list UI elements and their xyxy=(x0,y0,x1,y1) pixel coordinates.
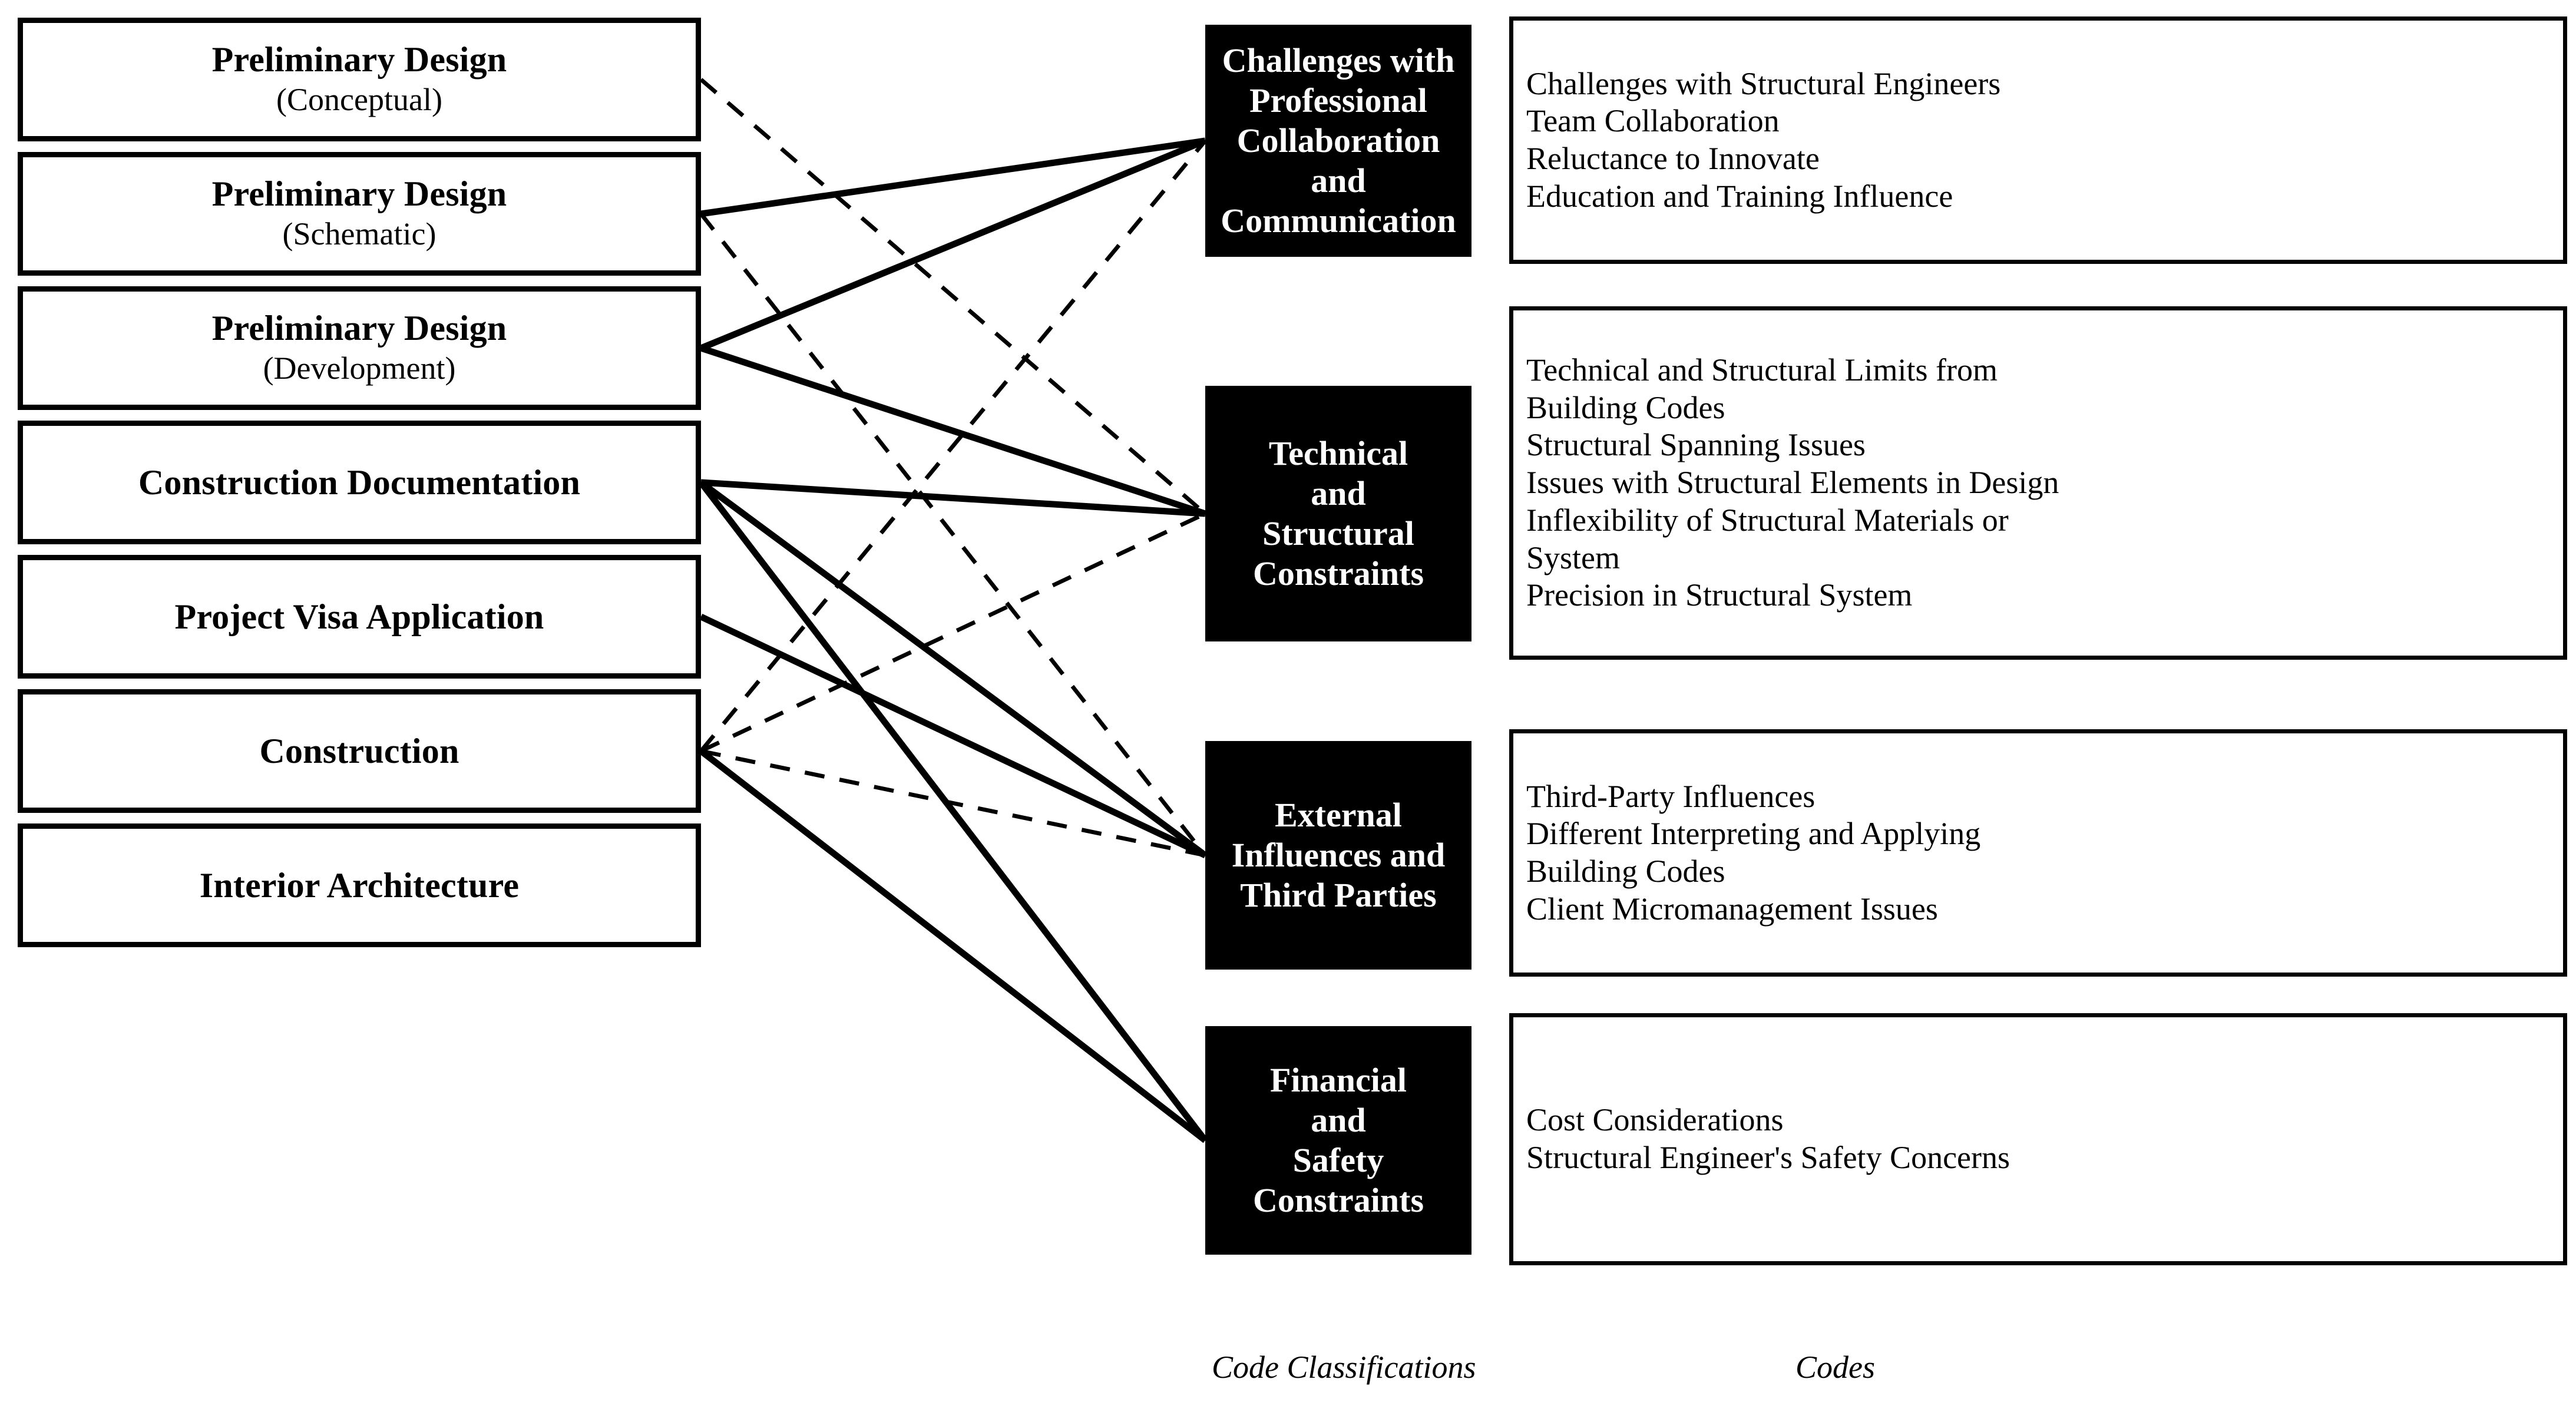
code-item: Education and Training Influence xyxy=(1526,178,1953,214)
code-item: Structural Spanning Issues xyxy=(1526,427,1866,463)
phase-subtitle: (Conceptual) xyxy=(276,82,442,118)
code-classification-box[interactable]: Financial and Safety Constraints xyxy=(1205,1026,1471,1255)
phase-title: Construction xyxy=(259,731,459,770)
connector-solid xyxy=(699,614,1207,858)
code-item: Building Codes xyxy=(1526,389,1725,425)
phase-subtitle: (Schematic) xyxy=(282,216,437,252)
connector-dashed xyxy=(699,78,1207,515)
code-item: Precision in Structural System xyxy=(1526,577,1913,613)
code-item: Building Codes xyxy=(1526,854,1725,889)
phase-title: Preliminary Design xyxy=(211,174,507,214)
phase-title: Project Visa Application xyxy=(174,597,544,636)
code-classification-label: Financial and Safety Constraints xyxy=(1252,1061,1424,1219)
connector-solid xyxy=(700,479,1206,517)
code-item: Cost Considerations xyxy=(1526,1102,1784,1138)
connector-dashed xyxy=(700,511,1206,753)
connector-solid xyxy=(700,345,1206,517)
code-classification-label: Technical and Structural Constraints xyxy=(1252,434,1424,593)
phase-title: Preliminary Design xyxy=(211,40,507,80)
code-item: Structural Engineer's Safety Concerns xyxy=(1526,1140,2010,1175)
phase-box[interactable]: Preliminary Design(Conceptual) xyxy=(18,18,701,141)
code-item: System xyxy=(1526,540,1621,575)
connector-solid xyxy=(698,480,1208,1143)
code-item: Technical and Structural Limits from xyxy=(1526,352,1998,388)
connector-solid xyxy=(700,137,1206,217)
code-classification-box[interactable]: External Influences and Third Parties xyxy=(1205,741,1471,970)
connector-solid xyxy=(699,748,1208,1143)
phase-box[interactable]: Preliminary Design(Development) xyxy=(18,286,701,410)
code-item: Client Micromanagement Issues xyxy=(1526,891,1938,927)
connector-dashed xyxy=(700,749,1206,858)
connector-dashed xyxy=(699,212,1207,857)
phase-subtitle: (Development) xyxy=(263,350,456,386)
legend-code-classifications: Code Classifications xyxy=(1212,1350,1476,1385)
phase-title: Construction Documentation xyxy=(138,462,581,502)
code-classification-label: External Influences and Third Parties xyxy=(1231,796,1446,914)
phase-box[interactable]: Construction xyxy=(18,689,701,813)
connector-dashed xyxy=(699,481,1207,1142)
code-item: Team Collaboration xyxy=(1526,103,1780,139)
phase-box[interactable]: Construction Documentation xyxy=(18,421,701,544)
connector-dashed xyxy=(699,139,1207,753)
phase-box[interactable]: Interior Architecture xyxy=(18,823,701,947)
connector-solid xyxy=(699,479,1208,858)
code-item: Issues with Structural Elements in Desig… xyxy=(1526,465,2059,501)
code-classification-label: Challenges with Professional Collaborati… xyxy=(1221,41,1456,240)
code-classification-box[interactable]: Technical and Structural Constraints xyxy=(1205,386,1471,641)
connector-solid xyxy=(699,137,1207,352)
code-item: Challenges with Structural Engineers xyxy=(1526,65,2001,101)
phase-box[interactable]: Preliminary Design(Schematic) xyxy=(18,152,701,276)
code-item: Different Interpreting and Applying xyxy=(1526,816,1981,852)
code-classification-box[interactable]: Challenges with Professional Collaborati… xyxy=(1205,25,1471,257)
phase-box[interactable]: Project Visa Application xyxy=(18,555,701,679)
code-item: Inflexibility of Structural Materials or xyxy=(1526,502,2009,538)
phase-title: Interior Architecture xyxy=(199,865,520,905)
legend-codes: Codes xyxy=(1795,1350,1875,1385)
code-item: Third-Party Influences xyxy=(1526,778,1816,814)
code-item: Reluctance to Innovate xyxy=(1526,141,1820,176)
phase-title: Preliminary Design xyxy=(211,309,507,348)
